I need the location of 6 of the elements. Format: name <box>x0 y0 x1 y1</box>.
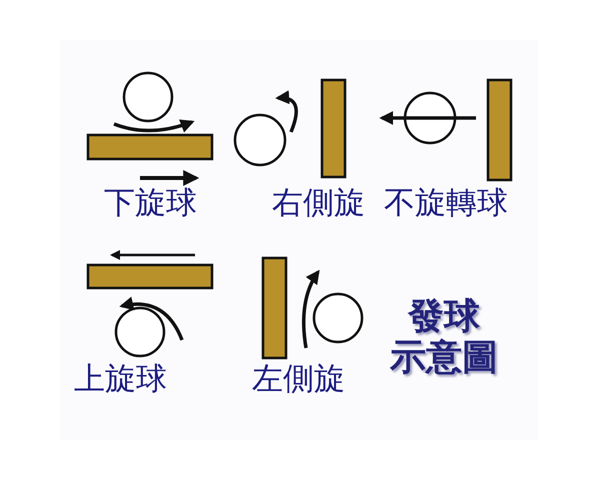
spin-type-label: 上旋球 <box>74 362 167 398</box>
spin-type-label: 左側旋 <box>252 362 345 398</box>
spin-type-label: 右側旋 <box>272 186 365 222</box>
diagram-title: 發球示意圖 <box>390 296 498 379</box>
spin-type-label: 不旋轉球 <box>384 186 508 222</box>
spin-type-label: 下旋球 <box>104 186 197 222</box>
